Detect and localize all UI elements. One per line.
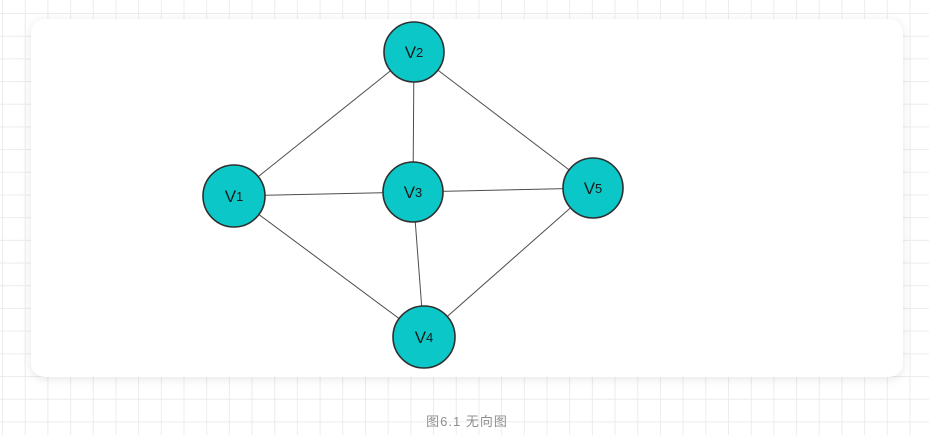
graph-node-v3[interactable]: V3: [382, 161, 444, 223]
diagram-canvas-card: [31, 19, 903, 377]
node-circle-v4[interactable]: [392, 305, 456, 369]
node-label-v1: V1: [225, 187, 244, 206]
graph-node-v4[interactable]: V4: [392, 305, 456, 369]
graph-edge-v1-v2[interactable]: [233, 51, 415, 197]
graph-node-v2[interactable]: V2: [383, 21, 445, 83]
node-label-v4: V4: [415, 328, 434, 347]
graph-edge-v2-v5[interactable]: [413, 51, 594, 189]
node-label-v2: V2: [405, 43, 424, 62]
graph-node-v5[interactable]: V5: [562, 157, 624, 219]
graph-edge-v1-v4[interactable]: [233, 195, 425, 338]
node-circle-v3[interactable]: [382, 161, 444, 223]
figure-caption: 图6.1 无向图: [426, 414, 508, 429]
node-circle-v2[interactable]: [383, 21, 445, 83]
node-label-v3: V3: [404, 183, 423, 202]
graph-node-v1[interactable]: V1: [202, 164, 266, 228]
node-circle-v5[interactable]: [562, 157, 624, 219]
graph-edge-v4-v5[interactable]: [423, 187, 594, 338]
node-label-v5: V5: [584, 179, 603, 198]
node-circle-v1[interactable]: [202, 164, 266, 228]
